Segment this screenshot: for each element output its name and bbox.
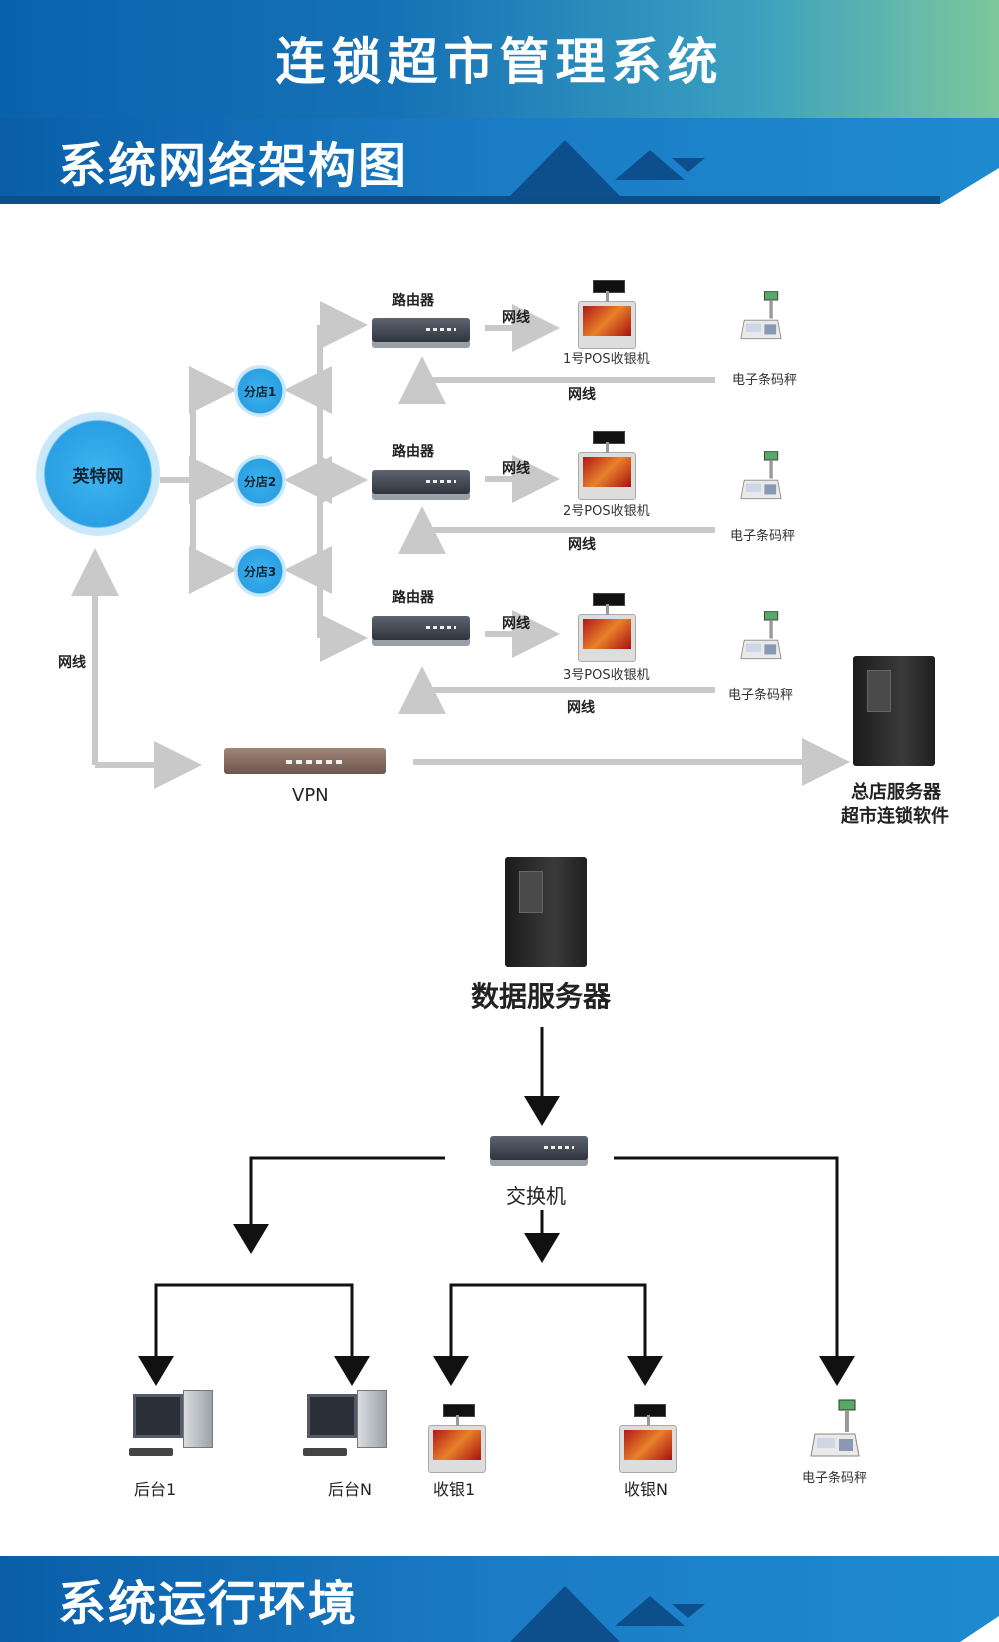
- router-label: 路由器: [392, 590, 434, 606]
- top-banner: 连锁超市管理系统: [0, 0, 999, 118]
- pos-terminal-icon: [428, 1404, 486, 1473]
- cable-label: 网线: [568, 537, 596, 553]
- router-label: 路由器: [392, 444, 434, 460]
- branch-label: 分店3: [243, 564, 277, 579]
- pos-terminal-icon: [578, 431, 636, 500]
- branch-node-3: 分店3: [234, 545, 286, 597]
- section-bar-environment: 系统运行环境: [0, 1556, 999, 1642]
- internet-label: 英特网: [72, 466, 124, 487]
- branch-node-2: 分店2: [234, 455, 286, 507]
- scale-label: 电子条码秤: [730, 529, 796, 544]
- switch-label: 交换机: [506, 1184, 566, 1208]
- internet-node: 英特网: [36, 412, 160, 536]
- backend-pc-icon: [129, 1390, 213, 1460]
- endpoint-label: 后台1: [134, 1480, 177, 1499]
- endpoint-label: 后台N: [328, 1480, 372, 1499]
- data-server-icon: [505, 857, 587, 967]
- scale-label: 电子条码秤: [732, 373, 798, 388]
- backend-pc-icon: [303, 1390, 387, 1460]
- section-bar-decoration: [0, 140, 999, 204]
- cable-label: 网线: [58, 655, 86, 671]
- branch-node-1: 分店1: [234, 365, 286, 417]
- pos-terminal-icon: [578, 593, 636, 662]
- section-bar-architecture: 系统网络架构图: [0, 118, 999, 204]
- cable-label: 网线: [567, 700, 595, 716]
- barcode-scale-icon: [740, 291, 782, 340]
- hq-server-label: 总店服务器: [851, 782, 941, 803]
- pos-label: 1号POS收银机: [563, 352, 650, 367]
- cable-label: 网线: [568, 387, 596, 403]
- barcode-scale-icon: [740, 451, 782, 500]
- barcode-scale-icon: [740, 611, 782, 660]
- pos-label: 3号POS收银机: [563, 668, 650, 683]
- pos-terminal-icon: [619, 1404, 677, 1473]
- vpn-label: VPN: [292, 785, 329, 806]
- endpoint-label: 收银N: [624, 1480, 668, 1499]
- barcode-scale-icon: [810, 1399, 860, 1457]
- router-label: 路由器: [392, 293, 434, 309]
- router-device: [372, 616, 470, 640]
- section-bar-decoration: [510, 1586, 999, 1642]
- router-device: [372, 318, 470, 342]
- section-title-architecture: 系统网络架构图: [58, 138, 409, 194]
- endpoint-label: 收银1: [433, 1480, 476, 1499]
- vpn-device-icon: [224, 748, 386, 774]
- data-server-label: 数据服务器: [471, 980, 612, 1013]
- branch-label: 分店1: [243, 384, 277, 399]
- cable-label: 网线: [502, 461, 530, 477]
- router-device: [372, 470, 470, 494]
- pos-label: 2号POS收银机: [563, 504, 650, 519]
- hq-software-label: 超市连锁软件: [841, 806, 949, 827]
- scale-label: 电子条码秤: [728, 688, 794, 703]
- pos-terminal-icon: [578, 280, 636, 349]
- cable-label: 网线: [502, 310, 530, 326]
- switch-device-icon: [490, 1136, 588, 1160]
- section-title-environment: 系统运行环境: [58, 1576, 359, 1632]
- hq-server-icon: [853, 656, 935, 766]
- branch-label: 分店2: [243, 474, 277, 489]
- endpoint-label: 电子条码秤: [802, 1471, 868, 1486]
- cable-label: 网线: [502, 616, 530, 632]
- page-title: 连锁超市管理系统: [275, 33, 724, 91]
